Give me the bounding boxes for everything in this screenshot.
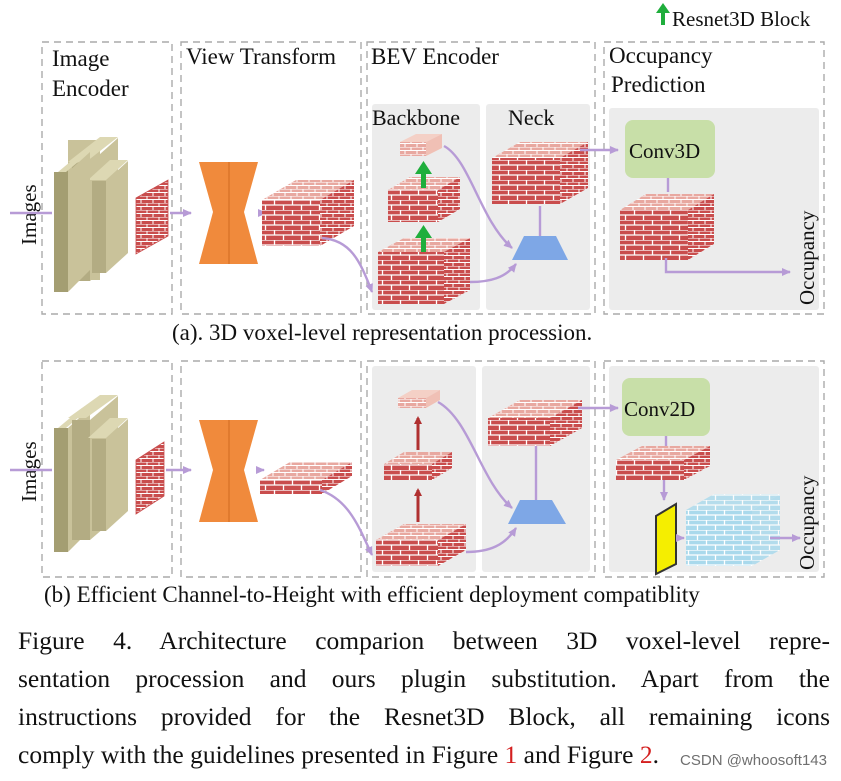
row-b-caption: (b) Efficient Channel-to-Height with eff… [44,582,700,607]
neck-trapezoid [512,236,568,260]
section-title-occupancy-1: Occupancy [609,43,713,68]
figure-ref-2[interactable]: 2 [639,740,653,769]
section-title-view-transform: View Transform [186,44,336,69]
section-title-image-encoder-1: Image [52,46,109,71]
caption-line-3: instructions provided for the Resnet3D B… [18,702,830,731]
section-occupancy-b [603,360,825,578]
caption-line-4-post: . [652,740,659,769]
architecture-figure: Resnet3D Block Image Encoder View Transf… [10,3,825,607]
occupancy-voxel-a [620,194,714,260]
legend-label: Resnet3D Block [672,7,811,31]
conv2d-box [622,378,710,436]
resnet3d-arrow-icon [656,3,670,25]
figure-ref-1[interactable]: 1 [504,740,518,769]
section-bev-encoder [366,41,596,315]
channel-to-height-icon [655,502,677,576]
row-b: Images [10,360,825,607]
section-image-encoder [41,41,173,315]
backbone-label: Backbone [372,105,460,130]
image-encoder-stack-b [54,395,128,552]
backbone-b-level-1 [376,524,466,566]
section-image-encoder-b [41,360,173,578]
input-label-a: Images [17,184,41,245]
backbone-level-3 [400,134,442,156]
caption-line-1: Figure 4. Architecture comparion between… [18,626,830,655]
row-a: Image Encoder View Transform BEV Encoder… [10,41,825,345]
section-title-bev-encoder: BEV Encoder [371,44,499,69]
neck-trapezoid-b [508,500,566,524]
backbone-level-2 [388,177,460,222]
conv2d-label: Conv2D [624,397,695,421]
section-title-occupancy-2: Prediction [611,72,706,97]
section-occupancy-prediction [603,41,825,315]
section-bev-encoder-b [366,360,596,578]
neck-panel [486,104,590,310]
voxel-volume-a [262,180,354,246]
row-a-caption: (a). 3D voxel-level representation proce… [172,320,592,345]
neck-label: Neck [508,105,554,130]
image-feature-map [135,179,169,255]
bev-feature-head-b [616,446,710,480]
image-encoder-stack [54,137,128,292]
section-view-transform [180,41,362,315]
resnet3d-arrow-icon [415,225,432,252]
section-title-image-encoder-2: Encoder [52,76,129,101]
caption-line-2: sentation procession and ours plugin sub… [18,664,830,693]
occupancy-voxel-b [686,494,780,566]
caption-line-4-pre: comply with the guidelines presented in … [18,740,505,769]
figure-caption: Figure 4. Architecture comparion between… [18,622,830,774]
backbone-b-level-2 [384,452,452,480]
backbone-b-level-3 [398,390,440,408]
neck-output-b [488,400,582,446]
output-label-b: Occupancy [795,475,819,570]
output-label-a: Occupancy [795,210,819,305]
resnet3d-arrow-icon [415,161,432,188]
watermark: CSDN @whoosoft143 [680,752,827,769]
conv3d-box [625,120,715,178]
neck-output-voxel [492,142,588,204]
legend: Resnet3D Block [656,3,811,31]
input-label-b: Images [17,441,41,502]
bev-feature-b [260,462,352,494]
caption-line-4-mid: and Figure [517,740,640,769]
conv3d-label: Conv3D [629,139,700,163]
caption-line-4: comply with the guidelines presented in … [18,736,830,774]
image-feature-map-b [135,441,165,515]
